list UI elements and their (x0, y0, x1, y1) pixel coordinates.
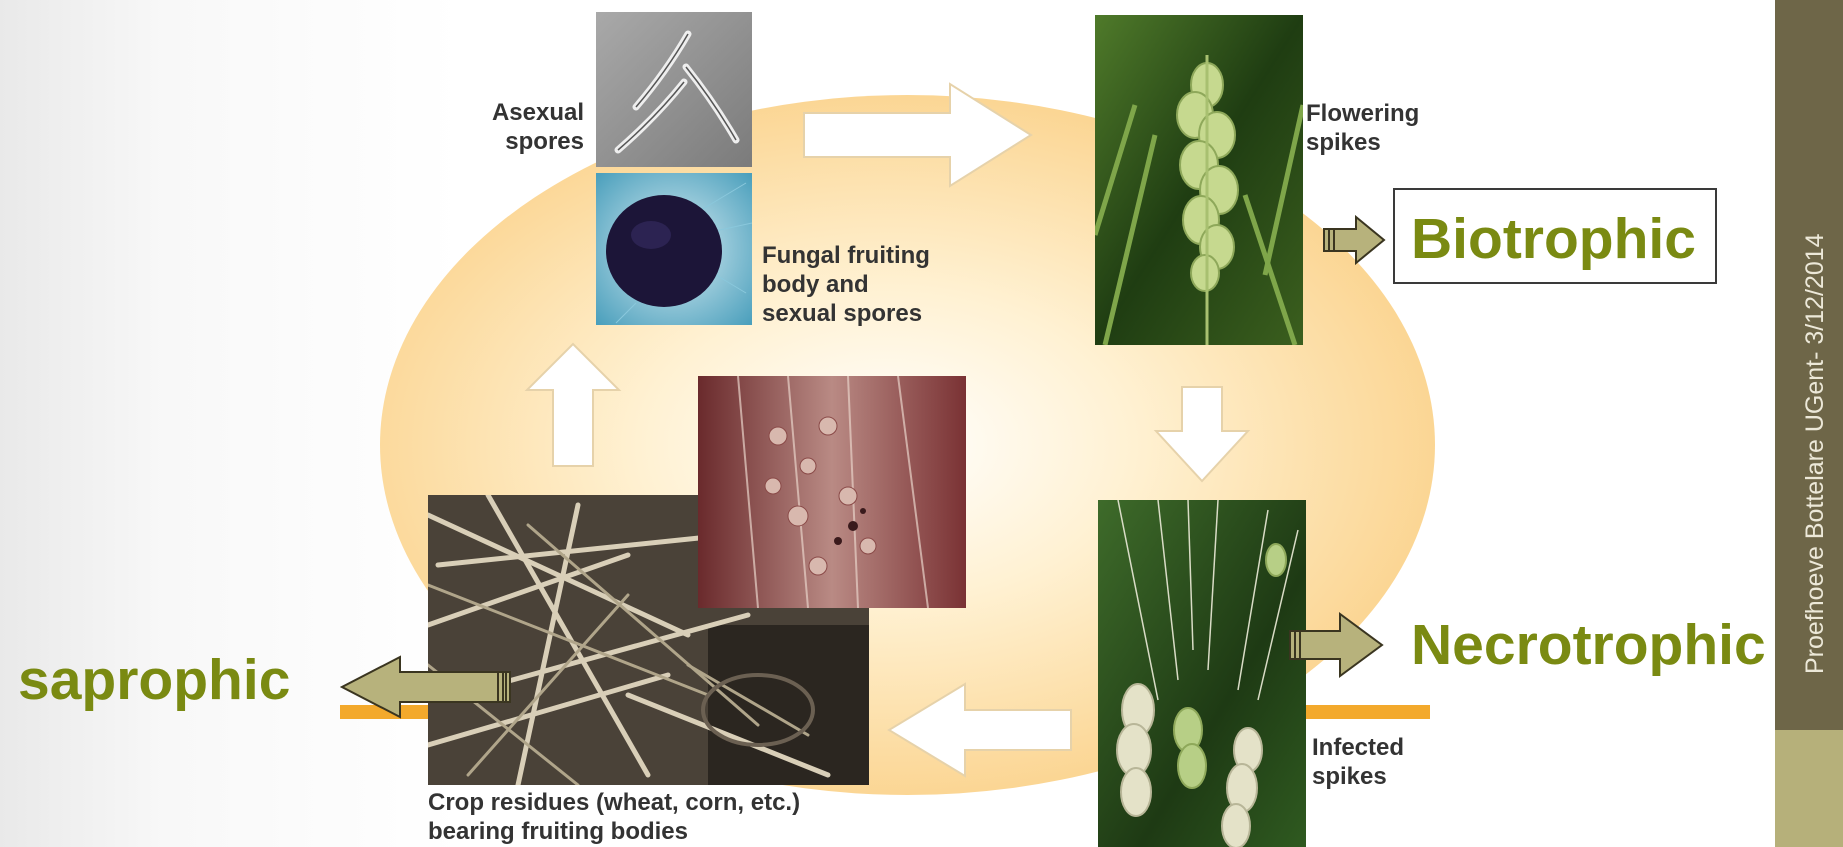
infected-spikes-photo (1098, 500, 1306, 847)
white-arrow-left-icon (885, 680, 1075, 780)
label-infected-spikes-line: Infected (1312, 733, 1404, 762)
asexual-spores-photo (596, 12, 752, 167)
label-infected-spikes: Infected spikes (1312, 733, 1404, 791)
sidebar-light-panel (1775, 730, 1843, 847)
label-fungal-fruiting: Fungal fruiting body and sexual spores (762, 241, 930, 328)
label-asexual-spores: Asexual spores (486, 98, 584, 156)
label-crop-residues-line: Crop residues (wheat, corn, etc.) (428, 788, 800, 817)
fungal-fruiting-body-photo (596, 173, 752, 325)
label-flowering-spikes: Flowering spikes (1306, 99, 1419, 157)
label-crop-residues: Crop residues (wheat, corn, etc.) bearin… (428, 788, 800, 846)
label-asexual-spores-line: spores (486, 127, 584, 156)
label-infected-spikes-line: spikes (1312, 762, 1404, 791)
stage-saprophic: saprophic (18, 647, 290, 713)
white-arrow-down-icon (1152, 385, 1252, 485)
saprophic-pointer-icon (340, 655, 512, 719)
white-arrow-right-icon (800, 80, 1035, 190)
white-arrow-up-icon (523, 340, 623, 470)
label-fungal-fruiting-line: sexual spores (762, 299, 930, 328)
stage-necrotrophic: Necrotrophic (1411, 612, 1766, 678)
label-flowering-spikes-line: Flowering (1306, 99, 1419, 128)
biotrophic-pointer-icon (1322, 215, 1386, 265)
label-asexual-spores-line: Asexual (486, 98, 584, 127)
band-right (1305, 705, 1430, 719)
necrotrophic-pointer-icon (1288, 612, 1384, 678)
label-flowering-spikes-line: spikes (1306, 128, 1419, 157)
label-fungal-fruiting-line: body and (762, 270, 930, 299)
fruiting-bodies-closeup-photo (698, 376, 966, 608)
label-crop-residues-line: bearing fruiting bodies (428, 817, 800, 846)
sidebar-vertical-text: Proefhoeve Bottelare UGent- 3/12/2014 (1800, 233, 1830, 674)
stage-biotrophic: Biotrophic (1411, 206, 1696, 272)
flowering-spikes-photo (1095, 15, 1303, 345)
label-fungal-fruiting-line: Fungal fruiting (762, 241, 930, 270)
